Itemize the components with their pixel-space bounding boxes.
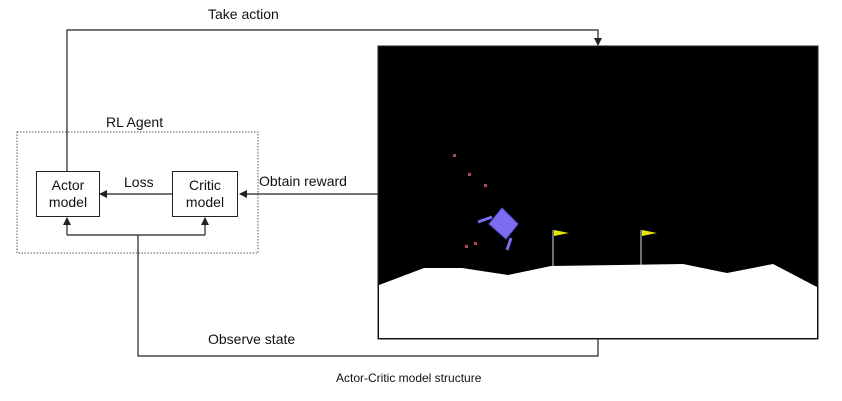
lander	[477, 207, 519, 251]
critic-model-label-line1: Critic	[189, 177, 221, 193]
obtain-reward-label: Obtain reward	[259, 173, 347, 189]
loss-label: Loss	[124, 174, 154, 190]
landing-flag-left	[552, 230, 569, 266]
take-action-arrow	[66, 29, 602, 171]
rl-agent-label: RL Agent	[106, 114, 164, 130]
observe-state-label: Observe state	[208, 331, 296, 347]
observe-state-line	[137, 235, 599, 357]
environment-ground	[379, 264, 817, 338]
figure-caption: Actor-Critic model structure	[336, 371, 482, 385]
take-action-label: Take action	[208, 6, 279, 22]
exhaust-particles	[453, 154, 487, 248]
landing-flag-right	[640, 230, 657, 266]
critic-model-label-line2: model	[185, 194, 225, 210]
actor-model-label-line2: model	[48, 194, 88, 210]
actor-model-box: Actor model	[36, 171, 100, 217]
rl-agent-boundary	[16, 131, 259, 254]
environment-panel	[377, 45, 819, 340]
actor-model-label-line1: Actor	[51, 177, 85, 193]
critic-model-box: Critic model	[172, 171, 238, 217]
